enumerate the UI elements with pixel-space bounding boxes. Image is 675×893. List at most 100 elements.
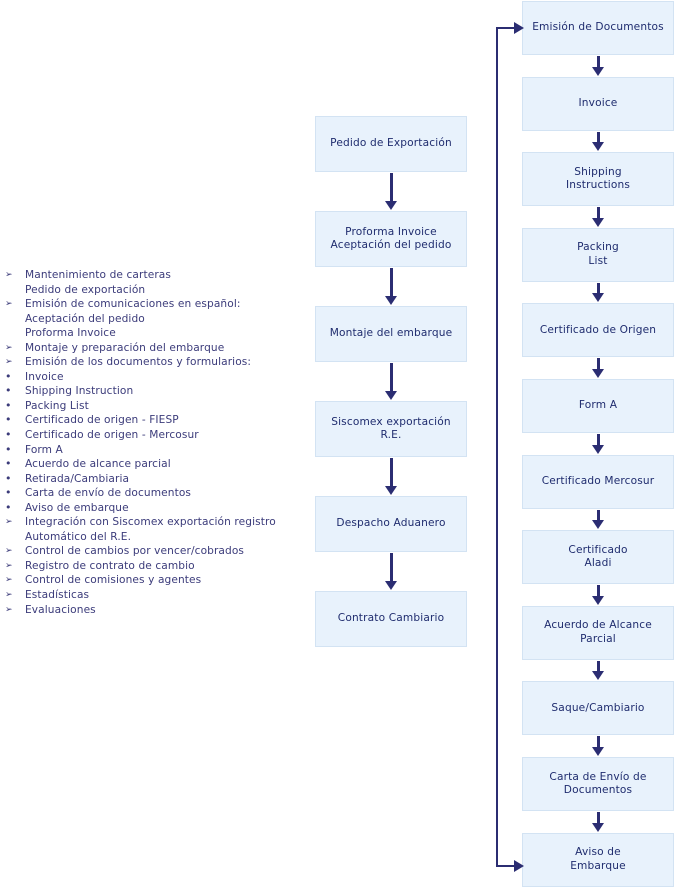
arrow-bullet-icon	[5, 573, 19, 588]
dot-bullet-icon	[5, 370, 19, 386]
process-step-box[interactable]: Siscomex exportación R.E.	[315, 401, 467, 457]
dot-bullet-icon	[5, 413, 19, 429]
process-step-box-label: Despacho Aduanero	[336, 517, 446, 530]
process-step-connector-arrow-icon	[389, 173, 393, 202]
process-step-box[interactable]: Contrato Cambiario	[315, 591, 467, 647]
feature-list-item-label: Aviso de embarque	[25, 501, 129, 514]
feature-list-item-label: Aceptación del pedido	[25, 312, 145, 325]
document-step-connector-arrow-icon	[596, 585, 600, 597]
feature-list-item-label: Emisión de los documentos y formularios:	[25, 356, 252, 369]
feature-list-item-label: Mantenimiento de carteras	[25, 269, 171, 281]
dot-bullet-icon	[5, 486, 19, 502]
feature-list-item-label: Invoice	[25, 370, 64, 383]
arrow-bullet-icon	[5, 588, 19, 603]
documents-loop-connector	[496, 27, 522, 867]
arrow-bullet-icon	[5, 355, 19, 370]
feature-list-item-label: Automático del R.E.	[25, 530, 132, 543]
process-step-box-label: Montaje del embarque	[329, 327, 453, 340]
feature-list-item: Acuerdo de alcance parcial	[0, 457, 300, 472]
process-step-box[interactable]: Pedido de Exportación	[315, 116, 467, 172]
feature-list-item: Registro de contrato de cambio	[0, 559, 300, 574]
document-step-connector-arrow-icon	[596, 56, 600, 68]
feature-list-item: Retirada/Cambiaria	[0, 472, 300, 487]
feature-list-item-label: Registro de contrato de cambio	[25, 559, 195, 572]
process-step-connector-arrow-icon	[389, 363, 393, 392]
feature-list-item: Form A	[0, 443, 300, 458]
document-step-box[interactable]: Invoice	[522, 76, 674, 131]
feature-list-item: Control de cambios por vencer/cobrados	[0, 544, 300, 559]
document-step-connector-arrow-icon	[596, 207, 600, 219]
dot-bullet-icon	[5, 443, 19, 459]
process-step-box[interactable]: Montaje del embarque	[315, 306, 467, 362]
feature-list-item-label: Control de comisiones y agentes	[25, 574, 202, 587]
dot-bullet-icon	[5, 384, 19, 400]
document-step-connector-arrow-icon	[596, 434, 600, 446]
feature-list-item: Aviso de embarque	[0, 501, 300, 516]
document-step-box-label: Certificado Mercosur	[541, 474, 655, 487]
loop-rail-line	[496, 27, 498, 867]
arrow-bullet-icon	[5, 297, 19, 312]
feature-list-item: Evaluaciones	[0, 603, 300, 618]
feature-list-item-label: Certificado de origen - Mercosur	[25, 429, 199, 442]
process-step-box-label: Siscomex exportación R.E.	[331, 415, 451, 442]
document-step-box-label: Invoice	[578, 96, 618, 109]
document-step-connector-arrow-icon	[596, 812, 600, 824]
feature-list-item-label: Form A	[25, 443, 63, 456]
arrow-bullet-icon	[5, 603, 19, 618]
feature-list-item: Aceptación del pedido	[0, 312, 300, 327]
document-step-box[interactable]: Certificado de Origen	[522, 303, 674, 358]
feature-list-item-label: Montaje y preparación del embarque	[25, 341, 225, 354]
feature-list-item: Certificado de origen - FIESP	[0, 413, 300, 428]
feature-list-item: Invoice	[0, 370, 300, 385]
feature-list-item-label: Proforma Invoice	[25, 327, 116, 340]
feature-list-item: Montaje y preparación del embarque	[0, 341, 300, 356]
document-step-connector-arrow-icon	[596, 358, 600, 370]
document-step-box-label: Form A	[578, 399, 618, 412]
feature-list-item-label: Pedido de exportación	[25, 283, 146, 296]
feature-list-item: Carta de envío de documentos	[0, 486, 300, 501]
feature-list-item: Estadísticas	[0, 588, 300, 603]
document-step-connector-arrow-icon	[596, 282, 600, 295]
feature-list-item-label: Acuerdo de alcance parcial	[25, 458, 171, 471]
dot-bullet-icon	[5, 399, 19, 415]
arrow-bullet-icon	[5, 341, 19, 356]
feature-list-item-label: Integración con Siscomex exportación reg…	[25, 516, 276, 529]
document-step-box[interactable]: Saque/Cambiario	[522, 681, 674, 736]
arrow-bullet-icon	[5, 559, 19, 574]
process-step-box[interactable]: Despacho Aduanero	[315, 496, 467, 552]
feature-list-item: Packing List	[0, 399, 300, 414]
process-step-box-label: Pedido de Exportación	[330, 137, 452, 150]
loop-arrow-top	[496, 27, 514, 29]
document-step-connector-arrow-icon	[596, 509, 600, 522]
feature-list-item: Control de comisiones y agentes	[0, 573, 300, 588]
feature-list-item-label: Emisión de comunicaciones en español:	[25, 298, 241, 311]
document-step-box[interactable]: Certificado Mercosur	[522, 454, 674, 509]
feature-list-item: Proforma Invoice	[0, 326, 300, 341]
loop-arrow-bottom	[496, 865, 514, 867]
feature-list-item: Emisión de los documentos y formularios:	[0, 355, 300, 370]
dot-bullet-icon	[5, 428, 19, 444]
document-step-box-label: Saque/Cambiario	[551, 701, 645, 714]
arrow-bullet-icon	[5, 544, 19, 559]
arrow-bullet-icon	[5, 268, 19, 283]
document-step-connector-arrow-icon	[596, 736, 600, 748]
dot-bullet-icon	[5, 457, 19, 473]
feature-list-item-label: Evaluaciones	[25, 603, 96, 616]
process-step-box-label: Contrato Cambiario	[337, 612, 445, 625]
document-step-box[interactable]: Form A	[522, 379, 674, 433]
document-step-box[interactable]: Emisión de Documentos	[522, 1, 674, 55]
document-step-box[interactable]: Acuerdo de Alcance Parcial	[522, 605, 674, 660]
feature-list-item: Mantenimiento de carteras	[0, 268, 300, 283]
feature-list-item-label: Estadísticas	[25, 589, 90, 602]
dot-bullet-icon	[5, 472, 19, 488]
